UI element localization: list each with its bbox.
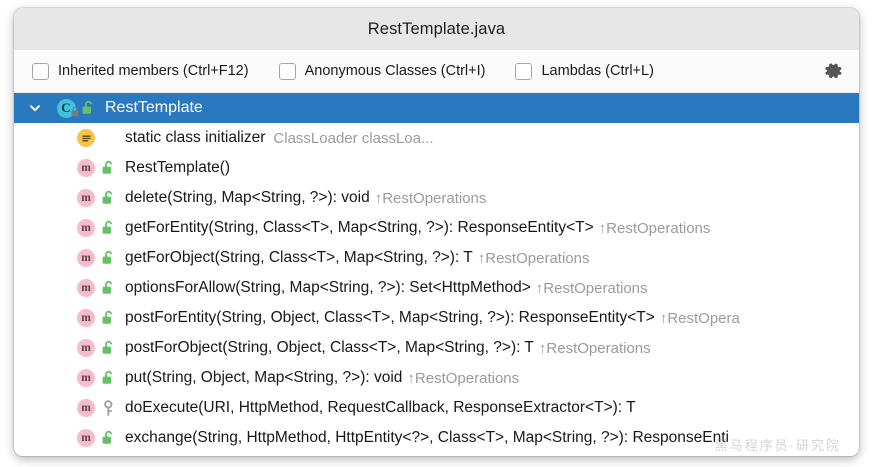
structure-row[interactable]: m delete(String, Map<String, ?>): void↑Re… (14, 183, 859, 213)
structure-row-label: put(String, Object, Map<String, ?>): voi… (125, 369, 403, 386)
checkbox-label-lambdas: Lambdas (Ctrl+L) (541, 63, 654, 79)
structure-row-inherited-from: ↑RestOperations (598, 219, 711, 237)
method-icon: m (76, 368, 96, 388)
filter-toolbar: Inherited members (Ctrl+F12) Anonymous C… (14, 50, 859, 93)
unlock-icon (100, 249, 116, 267)
checkbox-lambdas[interactable]: Lambdas (Ctrl+L) (515, 62, 654, 80)
checkbox-box-anonymous-classes[interactable] (278, 62, 296, 80)
checkbox-box-inherited-members[interactable] (32, 62, 49, 80)
structure-row[interactable]: m optionsForAllow(String, Map<String, ?>)… (14, 273, 859, 303)
static-initializer-icon (76, 128, 96, 148)
key-icon (100, 399, 116, 417)
structure-row[interactable]: static class initializer ClassLoader clas… (14, 123, 859, 153)
structure-row-inherited-from: ↑RestOperations (477, 249, 590, 267)
structure-row-label: exchange(String, HttpMethod, HttpEntity<… (125, 429, 729, 446)
unlock-icon (100, 279, 116, 297)
checkbox-label-inherited-members: Inherited members (Ctrl+F12) (58, 63, 249, 79)
structure-row-inherited-from: ↑RestOperations (407, 369, 520, 387)
chevron-down-icon[interactable] (24, 101, 46, 115)
method-icon: m (76, 398, 96, 418)
structure-row-label: getForObject(String, Class<T>, Map<Strin… (125, 249, 473, 266)
class-icon: C (56, 98, 78, 118)
structure-row-label: static class initializer (125, 129, 266, 146)
gear-icon[interactable] (823, 60, 845, 82)
structure-row-label: postForObject(String, Object, Class<T>, … (125, 339, 534, 356)
structure-row-label: postForEntity(String, Object, Class<T>, … (125, 309, 655, 326)
structure-row[interactable]: m doExecute(URI, HttpMethod, RequestCallb… (14, 393, 859, 423)
structure-row-label: getForEntity(String, Class<T>, Map<Strin… (125, 219, 594, 236)
structure-row-label: doExecute(URI, HttpMethod, RequestCallba… (125, 399, 636, 416)
structure-row-label: RestTemplate() (125, 159, 231, 176)
no-visibility-icon (100, 129, 116, 147)
unlock-icon (80, 99, 96, 117)
structure-row[interactable]: m put(String, Object, Map<String, ?>): vo… (14, 363, 859, 393)
structure-row[interactable]: m postForObject(String, Object, Class<T>,… (14, 333, 859, 363)
unlock-icon (100, 309, 116, 327)
method-icon: m (76, 248, 96, 268)
structure-row[interactable]: m getForObject(String, Class<T>, Map<Stri… (14, 243, 859, 273)
structure-row-inherited-from: ↑RestOperations (538, 339, 651, 357)
method-icon: m (76, 338, 96, 358)
structure-list[interactable]: C RestTemplate static class initializer Cla… (14, 93, 859, 456)
structure-row-label: RestTemplate (105, 99, 203, 116)
structure-row[interactable]: m postForEntity(String, Object, Class<T>,… (14, 303, 859, 333)
unlock-icon (100, 429, 116, 447)
structure-row[interactable]: m exchange(String, HttpMethod, HttpEntity… (14, 423, 859, 453)
structure-row-label: optionsForAllow(String, Map<String, ?>):… (125, 279, 531, 296)
structure-row-detail: ClassLoader classLoa... (273, 129, 434, 147)
checkbox-box-lambdas[interactable] (515, 62, 533, 80)
structure-row-inherited-from: ↑RestOpera (659, 309, 740, 327)
unlock-icon (100, 219, 116, 237)
unlock-icon (100, 189, 116, 207)
unlock-icon (100, 159, 116, 177)
window-title: RestTemplate.java (367, 19, 506, 38)
method-icon: m (76, 308, 96, 328)
checkbox-anonymous-classes[interactable]: Anonymous Classes (Ctrl+I) (278, 62, 486, 80)
structure-tool-window: RestTemplate.java Inherited members (Ctr… (14, 8, 859, 456)
structure-row[interactable]: m RestTemplate() (14, 153, 859, 183)
method-icon: m (76, 218, 96, 238)
checkbox-label-anonymous-classes: Anonymous Classes (Ctrl+I) (304, 63, 486, 79)
window-titlebar: RestTemplate.java (14, 8, 859, 50)
checkbox-inherited-members[interactable]: Inherited members (Ctrl+F12) (32, 62, 249, 80)
structure-row-inherited-from: ↑RestOperations (374, 189, 487, 207)
unlock-icon (100, 339, 116, 357)
structure-row-label: delete(String, Map<String, ?>): void (125, 189, 370, 206)
structure-row-inherited-from: ↑RestOperations (535, 279, 648, 297)
method-icon: m (76, 158, 96, 178)
structure-row[interactable]: C RestTemplate (14, 93, 859, 123)
unlock-icon (100, 369, 116, 387)
method-icon: m (76, 428, 96, 448)
method-icon: m (76, 188, 96, 208)
method-icon: m (76, 278, 96, 298)
structure-row[interactable]: m getForEntity(String, Class<T>, Map<Stri… (14, 213, 859, 243)
